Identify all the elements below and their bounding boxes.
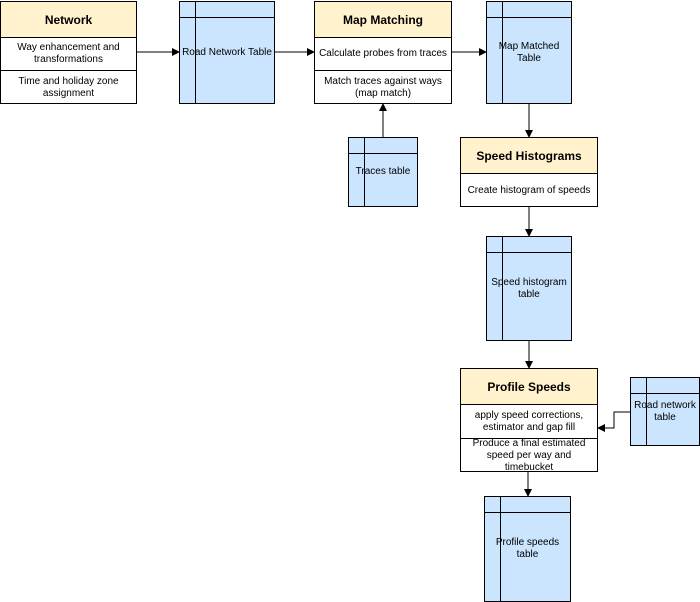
network-step-time-zone: Time and holiday zone assignment [18, 75, 119, 99]
arrow-road-network-to-profile [597, 411, 630, 432]
profile-speeds-title: Profile Speeds [461, 369, 597, 405]
road-network-table-label: Road Network Table [182, 46, 272, 58]
road-network-lower-table: Road network table [630, 377, 700, 446]
profile-speeds-table: Profile speeds table [484, 496, 571, 602]
map-matching-title: Map Matching [315, 2, 451, 38]
speed-histogram-table-label: Speed histogram table [491, 276, 567, 300]
speed-histograms-title: Speed Histograms [461, 138, 597, 174]
map-matching-step-probes: Calculate probes from traces [315, 38, 451, 71]
speed-histograms-step-create: Create histogram of speeds [467, 184, 591, 196]
network-process: Network Way enhancement and transformati… [0, 1, 137, 104]
speed-histogram-table: Speed histogram table [486, 236, 572, 341]
traces-table-label: Traces table [355, 166, 411, 177]
road-network-lower-table-label: Road network table [634, 399, 696, 423]
profile-speeds-table-label: Profile speeds table [495, 537, 560, 560]
map-matched-table-label: Map Matched Table [498, 40, 560, 64]
profile-speeds-process: Profile Speeds apply speed corrections, … [460, 368, 598, 473]
speed-histograms-process: Speed Histograms Create histogram of spe… [460, 137, 598, 207]
network-step-enhancement: Way enhancement and transformations [1, 38, 136, 71]
profile-speeds-step-final: Produce a final estimated speed per way … [472, 437, 586, 473]
traces-table: Traces table [348, 137, 418, 207]
road-network-table: Road Network Table [179, 1, 275, 104]
map-matched-table: Map Matched Table [486, 1, 572, 104]
map-matching-step-match: Match traces against ways (map match) [324, 75, 442, 99]
map-matching-process: Map Matching Calculate probes from trace… [314, 1, 452, 104]
profile-speeds-step-corrections: apply speed corrections, estimator and g… [461, 405, 597, 439]
network-title: Network [1, 2, 136, 38]
